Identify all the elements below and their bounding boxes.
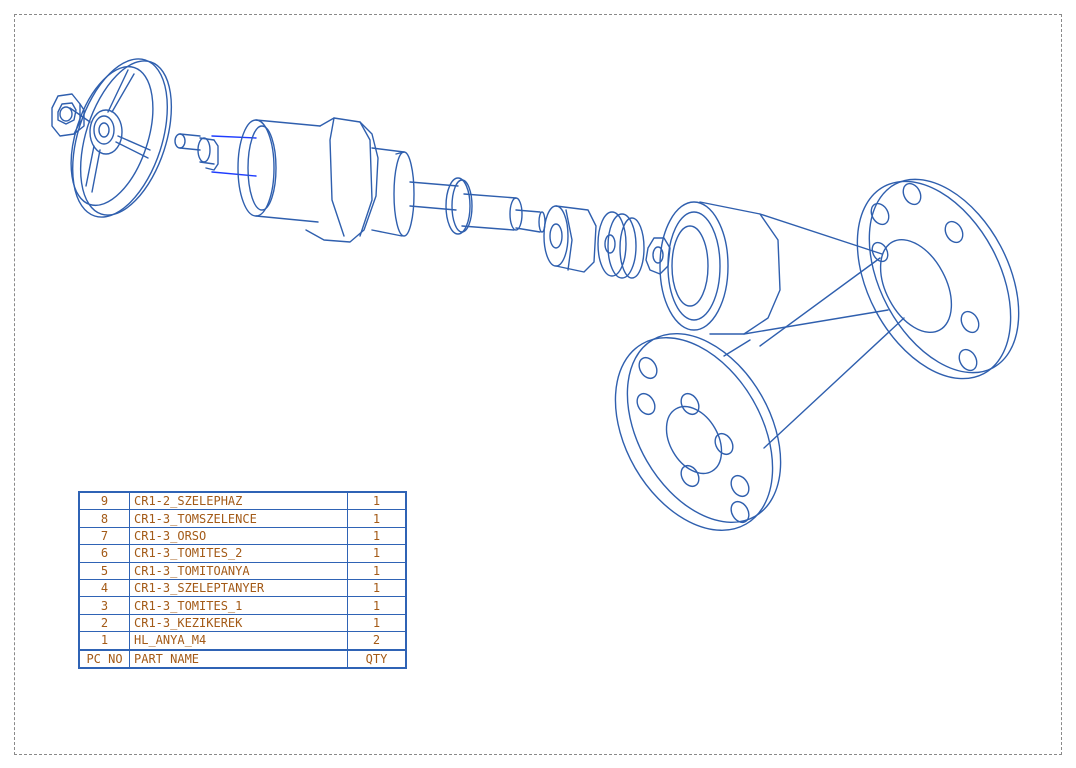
pc-no-cell: 1 (78, 631, 130, 651)
parts-list-row: 9 CR1-2_SZELEPHAZ 1 (78, 491, 407, 511)
spindle-shaft (409, 177, 546, 235)
parts-list-row: 7 CR1-3_ORSO 1 (78, 526, 407, 546)
qty-cell: 1 (347, 613, 407, 633)
pc-no-cell: 3 (78, 596, 130, 615)
qty-cell: 1 (347, 509, 407, 528)
part-name-cell: CR1-2_SZELEPHAZ (129, 491, 348, 511)
sheet-border (14, 14, 1062, 755)
parts-list-table: 9 CR1-2_SZELEPHAZ 1 8 CR1-3_TOMSZELENCE … (78, 491, 407, 669)
part-name-cell: CR1-3_TOMITES_1 (129, 596, 348, 615)
part-name-cell: CR1-3_TOMITOANYA (129, 561, 348, 580)
qty-cell: 1 (347, 491, 407, 511)
qty-cell: 1 (347, 596, 407, 615)
part-name-cell: CR1-3_KEZIKEREK (129, 613, 348, 633)
packing-gland (237, 117, 415, 243)
part-name-cell: CR1-3_SZELEPTANYER (129, 578, 348, 598)
part-name-cell: CR1-3_TOMSZELENCE (129, 509, 348, 528)
qty-cell: 1 (347, 526, 407, 546)
pc-no-cell: 7 (78, 526, 130, 546)
pc-no-cell: 6 (78, 544, 130, 563)
seal-2 (597, 211, 645, 279)
parts-list-row: 4 CR1-3_SZELEPTANYER 1 (78, 578, 407, 598)
pc-no-cell: 2 (78, 613, 130, 633)
part-name-cell: CR1-3_TOMITES_2 (129, 544, 348, 563)
qty-cell: 2 (347, 631, 407, 651)
qty-cell: 1 (347, 578, 407, 598)
part-name-header: PART NAME (129, 648, 348, 669)
parts-list-row: 6 CR1-3_TOMITES_2 1 (78, 544, 407, 563)
pc-no-cell: 8 (78, 509, 130, 528)
part-name-cell: CR1-3_ORSO (129, 526, 348, 546)
valve-body (614, 178, 1020, 531)
valve-disc-nut (645, 237, 671, 275)
qty-header: QTY (347, 648, 407, 669)
packing-nut (543, 205, 597, 273)
pc-no-cell: 9 (78, 491, 130, 511)
qty-cell: 1 (347, 561, 407, 580)
parts-list-row: 2 CR1-3_KEZIKEREK 1 (78, 613, 407, 633)
parts-list-row: 3 CR1-3_TOMITES_1 1 (78, 596, 407, 615)
spindle-top (174, 133, 257, 177)
handwheel (69, 58, 173, 218)
parts-list-header-row: PC NO PART NAME QTY (78, 648, 407, 669)
pc-no-cell: 5 (78, 561, 130, 580)
qty-cell: 1 (347, 544, 407, 563)
parts-list-body: 9 CR1-2_SZELEPHAZ 1 8 CR1-3_TOMSZELENCE … (78, 491, 407, 669)
parts-list-row: 1 HL_ANYA_M4 2 (78, 631, 407, 651)
parts-list-row: 5 CR1-3_TOMITOANYA 1 (78, 561, 407, 580)
part-name-cell: HL_ANYA_M4 (129, 631, 348, 651)
parts-list-row: 8 CR1-3_TOMSZELENCE 1 (78, 509, 407, 528)
pc-no-cell: 4 (78, 578, 130, 598)
pc-no-header: PC NO (78, 648, 130, 669)
